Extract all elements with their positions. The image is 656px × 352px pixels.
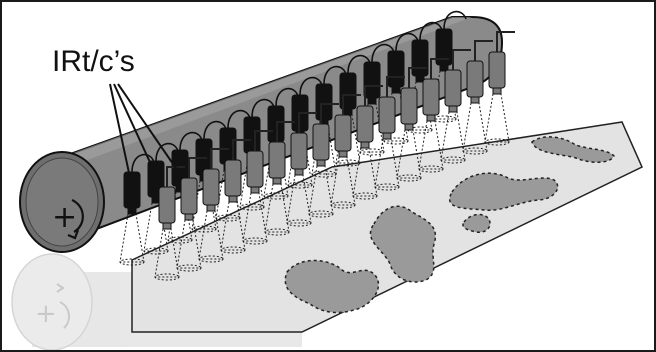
patch-1 [284, 259, 380, 314]
gray-sensor-6 [264, 121, 295, 236]
rotation-arrow-icon [71, 198, 84, 233]
gray-sensor-12 [396, 67, 427, 182]
patch-3 [449, 172, 559, 211]
gray-sensor-9 [330, 94, 361, 209]
gray-sensor-8 [308, 103, 339, 218]
gray-sensor-11 [374, 76, 405, 191]
svg-text:+: + [35, 299, 57, 329]
gray-sensor-1 [154, 166, 185, 281]
sensor-array [119, 10, 515, 281]
label-pointers [109, 83, 183, 188]
black-sensor-1 [119, 153, 155, 266]
gray-sensor-10 [352, 85, 383, 200]
gray-sensor-14 [440, 49, 471, 164]
plus-icon: + [52, 200, 77, 235]
gray-sensor-2 [176, 157, 207, 272]
gray-sensor-5 [242, 130, 273, 245]
gray-sensor-15 [462, 40, 493, 155]
patch-2 [369, 205, 437, 283]
sensor-label: IRt/c’s [52, 45, 135, 78]
patch-4 [462, 213, 491, 234]
gray-sensor-4 [220, 139, 251, 254]
patch-5 [531, 136, 615, 163]
gray-sensor-13 [418, 58, 449, 173]
gray-sensor-16 [484, 31, 515, 146]
sheet-patches [284, 136, 615, 314]
gray-sensor-7 [286, 112, 317, 227]
gray-sensor-3 [198, 148, 229, 263]
reflection-rotation-arrow-icon [59, 301, 70, 329]
